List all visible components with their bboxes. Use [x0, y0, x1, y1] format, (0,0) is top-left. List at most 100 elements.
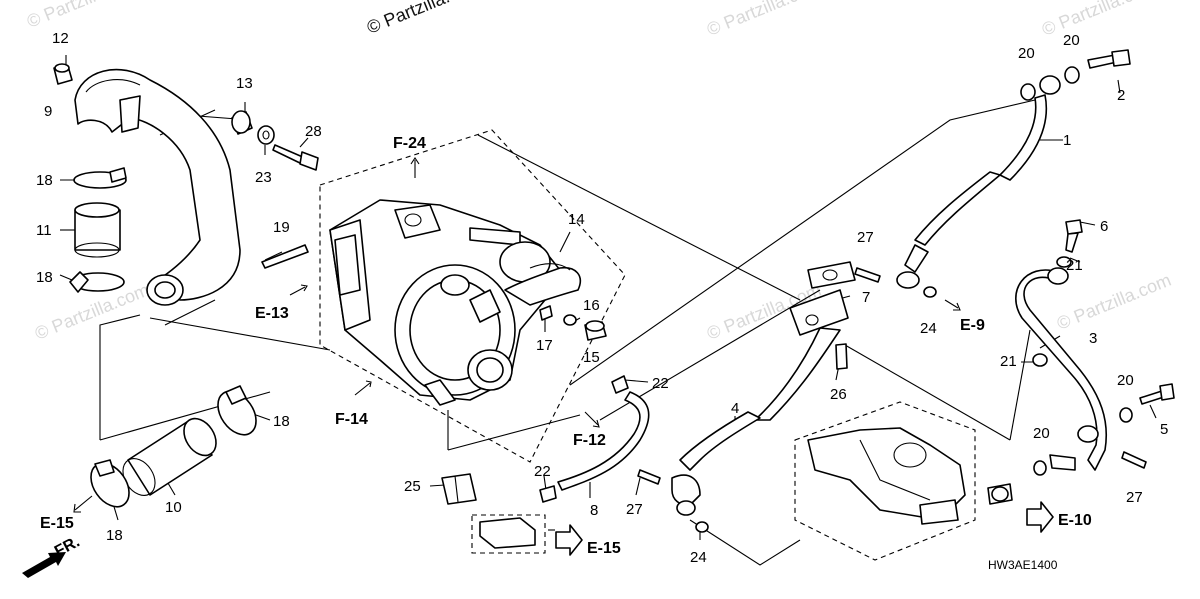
callout-28: 28: [305, 123, 322, 140]
hose-clamp: [217, 385, 257, 436]
engine-mount-bracket: [807, 427, 966, 525]
washer-20: [1020, 83, 1036, 101]
banjo-bolt-15: [584, 320, 607, 341]
washer-20: [1064, 66, 1080, 84]
ref-e9: E-9: [960, 317, 985, 334]
callout-14: 14: [568, 211, 585, 228]
callout-1: 1: [1063, 132, 1071, 149]
washer-23: [257, 125, 275, 145]
bolt-26: [835, 343, 848, 370]
watermark: © Partzilla.com: [704, 0, 824, 40]
ref-e10: E-10: [1058, 512, 1092, 529]
bolt-27: [1121, 451, 1147, 469]
ref-f24: F-24: [393, 135, 426, 152]
callout-18: 18: [273, 413, 290, 430]
bolt-27: [637, 469, 661, 485]
ref-f14: F-14: [335, 411, 368, 428]
ref-e15: E-15: [587, 540, 621, 557]
banjo-bolt-2: [1087, 49, 1131, 69]
grommet-13: [231, 110, 253, 135]
intake-sleeve-10: [122, 417, 217, 496]
washer-21: [1056, 256, 1072, 268]
callout-5: 5: [1160, 421, 1168, 438]
callout-labels: 1 2 3 4 5 6 7 8 9 10 11 12 13 14 15 16 1…: [36, 30, 1168, 566]
union-fitting: [987, 483, 1013, 505]
callout-8: 8: [590, 502, 598, 519]
callout-24: 24: [920, 320, 937, 337]
front-direction-arrow: [22, 552, 66, 578]
callout-19: 19: [273, 219, 290, 236]
watermark: © Partzilla.com: [24, 0, 144, 32]
watermark: © Partzilla.com: [1054, 270, 1174, 334]
callout-25: 25: [404, 478, 421, 495]
small-plug-17: [539, 305, 553, 321]
washer-20: [1033, 460, 1047, 476]
bolt-28: [272, 144, 319, 171]
ref-e15: E-15: [40, 515, 74, 532]
mount-bracket-outline: [794, 401, 976, 561]
callout-21: 21: [1066, 257, 1083, 274]
watermark: © Partzilla.com: [1039, 0, 1159, 40]
callout-20: 20: [1018, 45, 1035, 62]
cap-nut-12: [53, 63, 73, 85]
stud-bolt-19: [261, 244, 309, 269]
watermark-top: © Partzilla.com: [364, 0, 484, 38]
ref-e13: E-13: [255, 305, 289, 322]
hose-clip-22: [539, 485, 557, 503]
oil-pipe-1: [896, 75, 1061, 289]
oil-return-hose-8: [557, 391, 650, 491]
reference-arrows: [73, 157, 1054, 556]
callout-22: 22: [652, 375, 669, 392]
hose-clamp: [90, 459, 130, 508]
callout-22: 22: [534, 463, 551, 480]
turbocharger-assembly: [329, 199, 582, 406]
oil-feed-pipe-4: [671, 289, 849, 516]
callout-3: 3: [1089, 330, 1097, 347]
callout-16: 16: [583, 297, 600, 314]
diagram-code: HW3AE1400: [988, 558, 1058, 572]
intake-elbow-pipe: [74, 68, 241, 306]
callout-18: 18: [106, 527, 123, 544]
callout-20: 20: [1033, 425, 1050, 442]
gasket-7: [807, 261, 856, 289]
callout-27: 27: [1126, 489, 1143, 506]
oil-pipe-3: [1015, 267, 1108, 471]
callout-18: 18: [36, 172, 53, 189]
bracket-inset-outline: [471, 514, 546, 554]
clip-25: [441, 473, 477, 505]
callout-7: 7: [862, 289, 870, 306]
washer-21: [1032, 353, 1048, 367]
o-ring-16: [563, 314, 577, 326]
callout-13: 13: [236, 75, 253, 92]
callout-2: 2: [1117, 87, 1125, 104]
callout-27: 27: [626, 501, 643, 518]
callout-4: 4: [731, 400, 739, 417]
callout-15: 15: [583, 349, 600, 366]
callout-10: 10: [165, 499, 182, 516]
callout-20: 20: [1117, 372, 1134, 389]
rubber-sleeve: [74, 202, 121, 258]
banjo-bolt-5: [1139, 383, 1175, 405]
callout-27: 27: [857, 229, 874, 246]
bracket-inset: [479, 517, 536, 549]
hose-clamp: [73, 167, 127, 189]
hose-clamp: [69, 271, 125, 293]
callout-12: 12: [52, 30, 69, 47]
callout-9: 9: [44, 103, 52, 120]
callout-21: 21: [1000, 353, 1017, 370]
callout-20: 20: [1063, 32, 1080, 49]
callout-24: 24: [690, 549, 707, 566]
callout-23: 23: [255, 169, 272, 186]
reference-labels: F-24 E-13 F-14 F-12 E-15 E-15 E-9 E-10: [40, 135, 1092, 557]
leader-lines: [59, 55, 1157, 566]
ref-f12: F-12: [573, 432, 606, 449]
banjo-bolt-6: [1065, 219, 1083, 253]
washer-24: [923, 286, 937, 298]
washer-24: [695, 521, 709, 533]
callout-6: 6: [1100, 218, 1108, 235]
callout-11: 11: [36, 222, 52, 239]
bolt-27: [854, 267, 881, 283]
callout-18: 18: [36, 269, 53, 286]
